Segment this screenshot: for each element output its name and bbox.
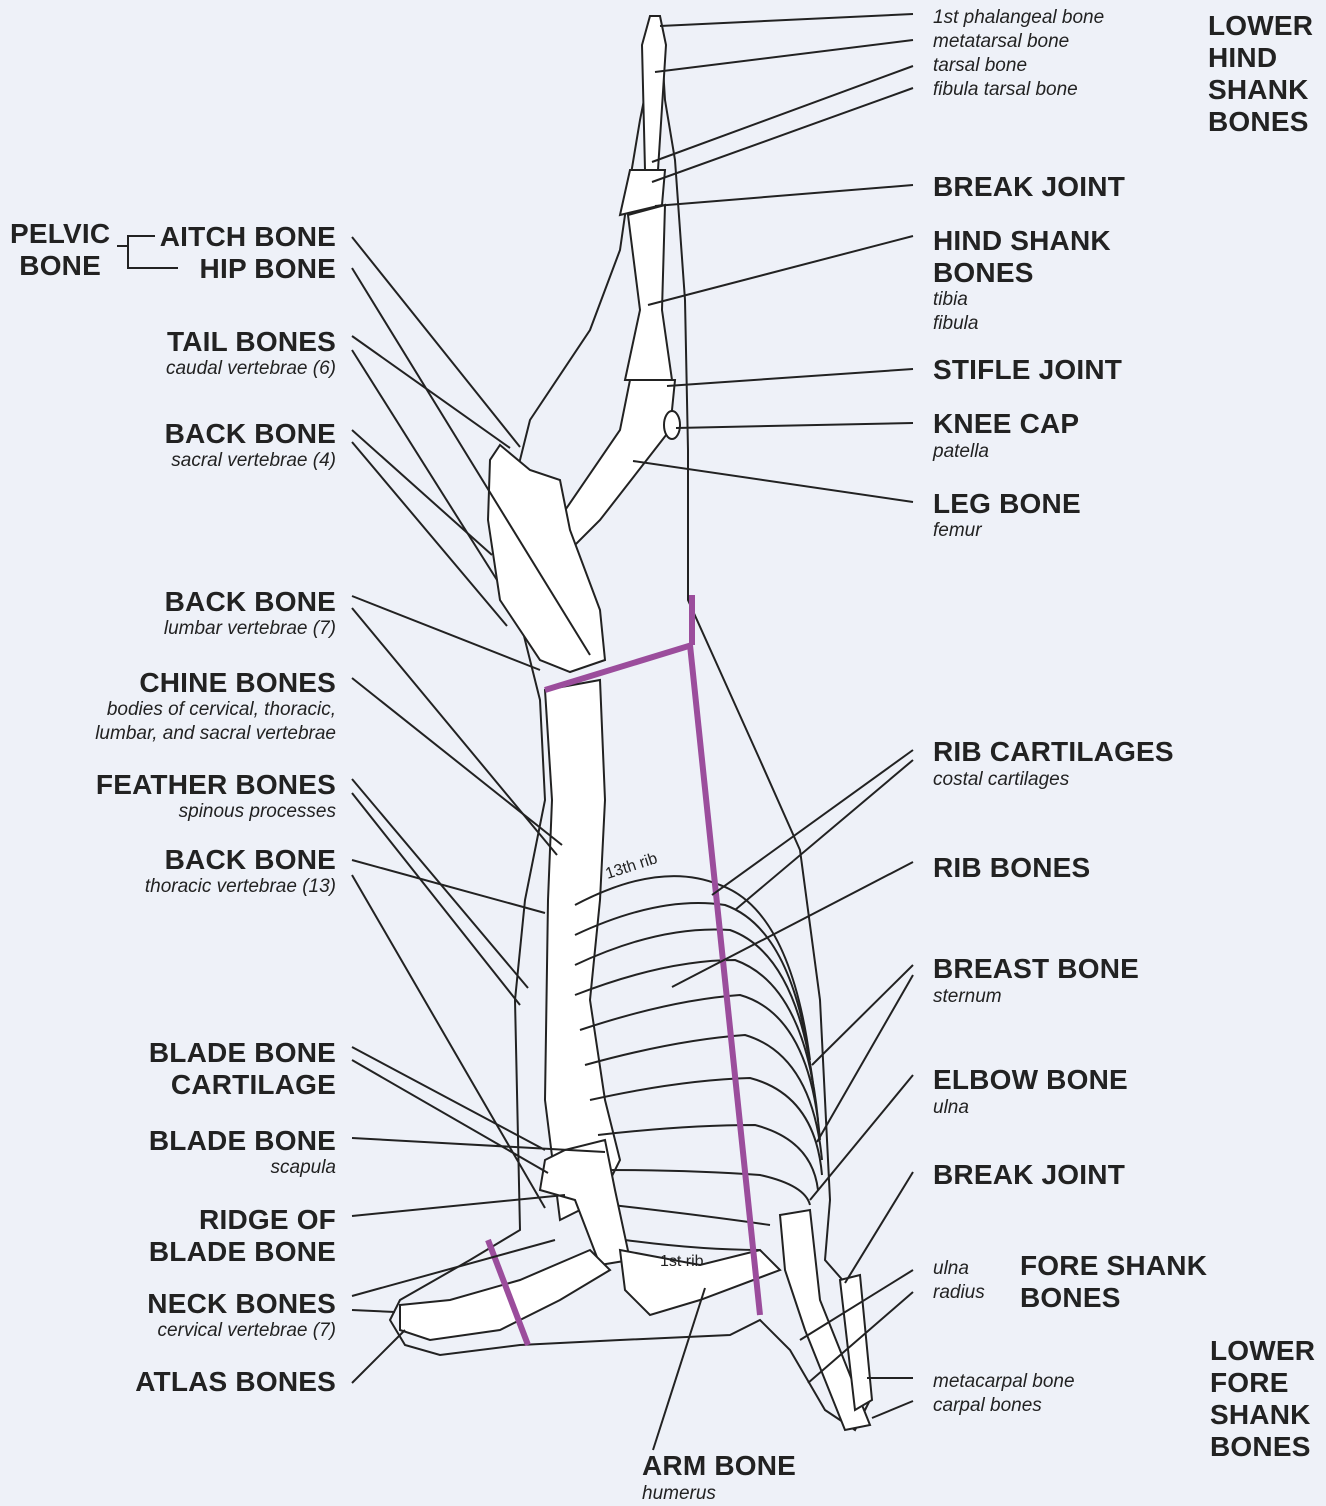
label-pelvic-bone: PELVIC BONE	[10, 218, 110, 282]
label-back-bone-lumbar: BACK BONE	[165, 586, 336, 618]
label-back-bone-thoracic: BACK BONE	[165, 844, 336, 876]
label-carpal: carpal bones	[933, 1394, 1042, 1418]
label-ulna-elbow: ulna	[933, 1096, 969, 1120]
label-cervical: cervical vertebrae (7)	[158, 1319, 336, 1343]
label-metacarpal: metacarpal bone	[933, 1370, 1075, 1394]
patella-shape	[664, 411, 680, 439]
label-patella: patella	[933, 440, 989, 464]
label-lower-fore-shank: LOWER FORE SHANK BONES	[1210, 1335, 1315, 1463]
label-lumbar: lumbar vertebrae (7)	[164, 617, 336, 641]
label-radius: radius	[933, 1281, 985, 1305]
label-humerus: humerus	[642, 1482, 716, 1506]
label-tarsal: tarsal bone	[933, 54, 1027, 78]
label-thoracic: thoracic vertebrae (13)	[145, 875, 336, 899]
label-ulna: ulna	[933, 1257, 969, 1281]
label-hip-bone: HIP BONE	[200, 253, 336, 285]
label-arm-bone: ARM BONE	[642, 1450, 796, 1482]
label-neck-bones: NECK BONES	[147, 1288, 336, 1320]
label-caudal: caudal vertebrae (6)	[166, 357, 336, 381]
label-chine-bones: CHINE BONES	[139, 667, 336, 699]
label-costal-cartilages: costal cartilages	[933, 768, 1069, 792]
label-spinous: spinous processes	[179, 800, 336, 824]
label-femur: femur	[933, 519, 982, 543]
label-hind-shank-bones: HIND SHANK BONES	[933, 225, 1111, 289]
label-rib-cartilages: RIB CARTILAGES	[933, 736, 1174, 768]
label-aitch-bone: AITCH BONE	[160, 221, 336, 253]
metatarsal-shape	[642, 16, 666, 170]
label-tibia: tibia	[933, 288, 968, 312]
label-rib-bones: RIB BONES	[933, 852, 1090, 884]
label-blade-cartilage: BLADE BONE CARTILAGE	[149, 1037, 336, 1101]
label-back-bone-sacral: BACK BONE	[165, 418, 336, 450]
label-sacral: sacral vertebrae (4)	[171, 449, 336, 473]
label-leg-bone: LEG BONE	[933, 488, 1081, 520]
neck-shape	[400, 1250, 610, 1340]
label-fore-shank-bones: FORE SHANK BONES	[1020, 1250, 1207, 1314]
label-1st-rib: 1st rib	[660, 1253, 704, 1271]
label-metatarsal: metatarsal bone	[933, 30, 1069, 54]
label-sternum: sternum	[933, 985, 1002, 1009]
label-elbow-bone: ELBOW BONE	[933, 1064, 1128, 1096]
tibia-shape	[625, 205, 672, 380]
label-stifle-joint: STIFLE JOINT	[933, 354, 1122, 386]
label-fibula-tarsal: fibula tarsal bone	[933, 78, 1078, 102]
label-fibula: fibula	[933, 312, 978, 336]
label-breast-bone: BREAST BONE	[933, 953, 1139, 985]
femur-shape	[555, 380, 675, 545]
label-break-joint-fore: BREAK JOINT	[933, 1159, 1125, 1191]
label-atlas-bones: ATLAS BONES	[135, 1366, 336, 1398]
label-lower-hind-shank: LOWER HIND SHANK BONES	[1208, 10, 1313, 138]
label-first-phalangeal: 1st phalangeal bone	[933, 6, 1104, 30]
label-scapula: scapula	[271, 1156, 337, 1180]
label-blade-bone: BLADE BONE	[149, 1125, 336, 1157]
label-break-joint-hind: BREAK JOINT	[933, 171, 1125, 203]
label-knee-cap: KNEE CAP	[933, 408, 1079, 440]
label-ridge-blade: RIDGE OF BLADE BONE	[149, 1204, 336, 1268]
label-chine-desc: bodies of cervical, thoracic, lumbar, an…	[95, 698, 336, 746]
label-tail-bones: TAIL BONES	[167, 326, 336, 358]
label-feather-bones: FEATHER BONES	[96, 769, 336, 801]
